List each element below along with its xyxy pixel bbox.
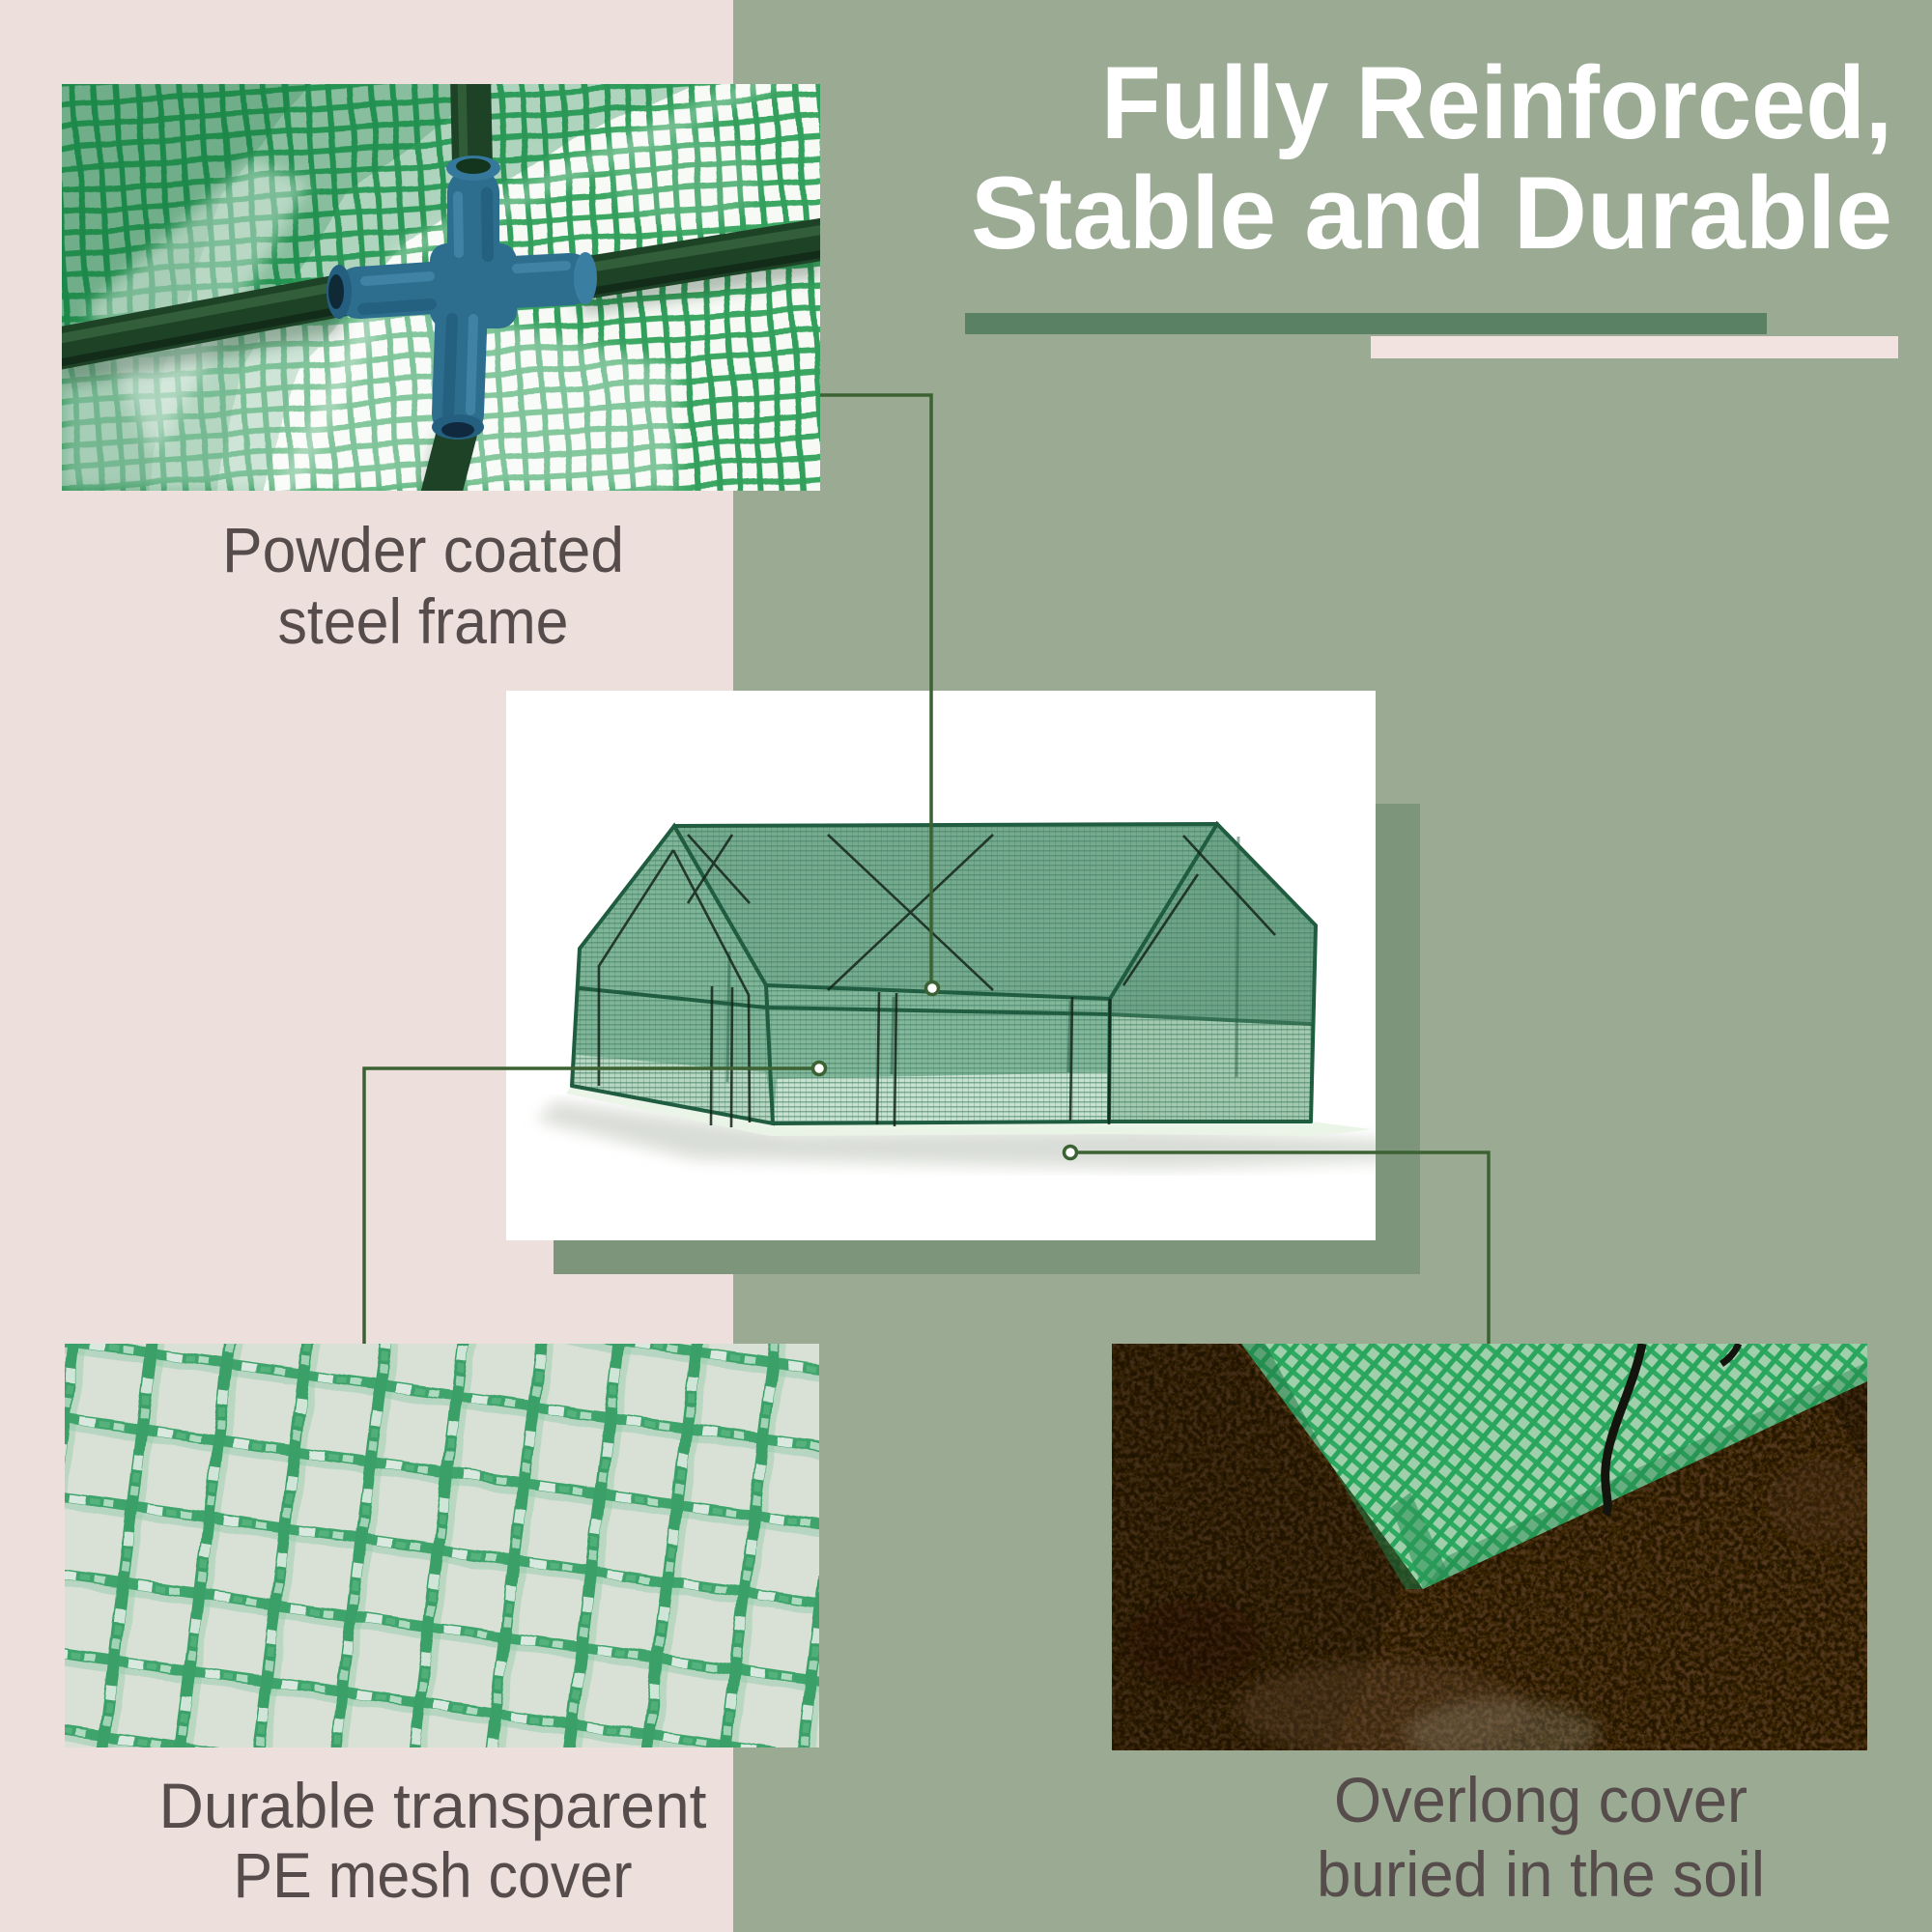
- svg-text:PE mesh cover: PE mesh cover: [234, 1839, 633, 1911]
- svg-text:buried in the soil: buried in the soil: [1317, 1838, 1765, 1910]
- svg-text:Fully Reinforced,: Fully Reinforced,: [1101, 44, 1892, 160]
- svg-text:Overlong cover: Overlong cover: [1334, 1764, 1747, 1835]
- svg-text:steel frame: steel frame: [278, 585, 569, 657]
- svg-text:Stable and Durable: Stable and Durable: [971, 155, 1892, 270]
- svg-text:Powder coated: Powder coated: [222, 514, 624, 585]
- svg-text:Durable transparent: Durable transparent: [159, 1770, 707, 1841]
